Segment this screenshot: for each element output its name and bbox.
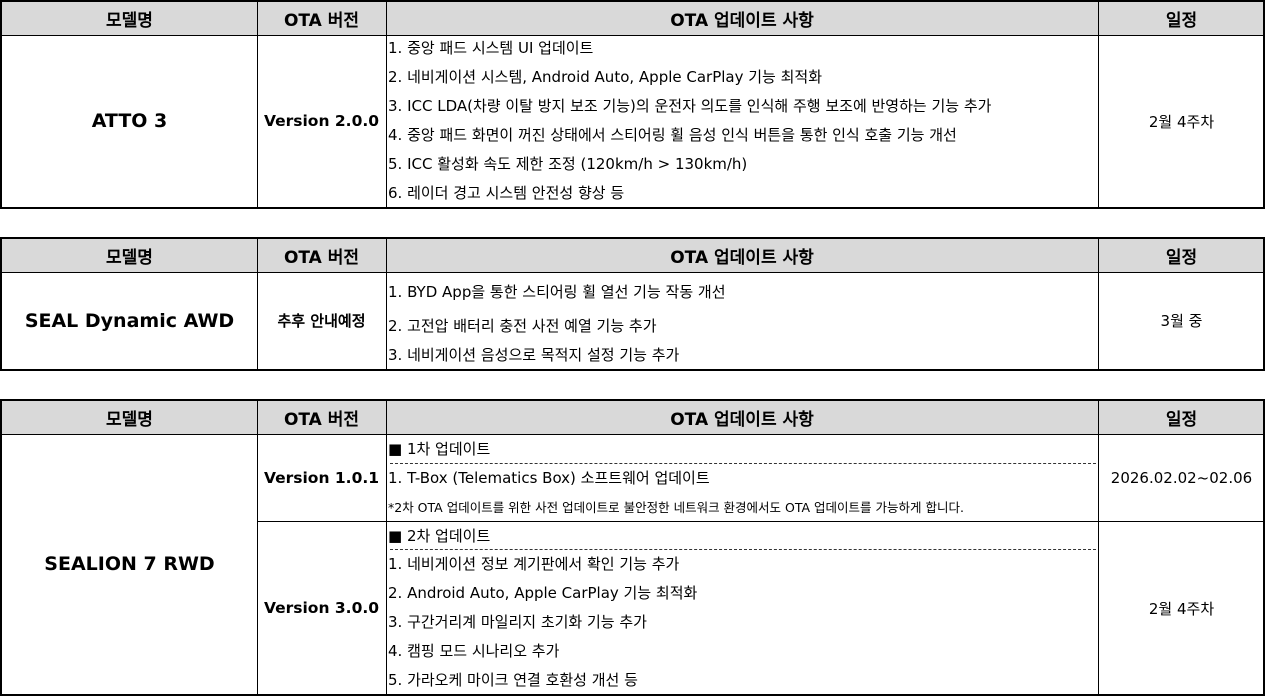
update-item: 3. ICC LDA(차량 이탈 방지 보조 기능)의 운전자 의도를 인식해 … [388,97,992,115]
divider [386,239,387,369]
divider [257,239,258,369]
table-header [2,2,1263,36]
update-item: 1. 네비게이션 정보 계기판에서 확인 기능 추가 [388,555,680,573]
table-header [2,401,1263,435]
divider [257,2,258,207]
divider [386,401,387,694]
ota-table-atto3: 모델명 OTA 버전 OTA 업데이트 사항 일정 ATTO 3 Version… [0,0,1265,209]
model-name: SEAL Dynamic AWD [24,309,235,332]
header-version: OTA 버전 [283,248,360,268]
header-updates: OTA 업데이트 사항 [670,410,814,430]
header-model: 모델명 [106,410,153,430]
header-schedule: 일정 [1165,410,1198,430]
divider [1098,2,1099,207]
header-version: OTA 버전 [283,410,360,430]
header-version: OTA 버전 [283,11,360,31]
table-header [2,239,1263,273]
header-model: 모델명 [106,248,153,268]
update-item: 3. 구간거리계 마일리지 초기화 기능 추가 [388,613,647,631]
update-note: *2차 OTA 업데이트를 위한 사전 업데이트로 불안정한 네트워크 환경에서… [388,500,964,515]
phase-title: ■ 1차 업데이트 [388,440,491,458]
ota-version: 추후 안내예정 [277,312,366,330]
update-item: 1. BYD App을 통한 스티어링 휠 열선 기능 작동 개선 [388,283,726,301]
ota-version: Version 1.0.1 [263,468,380,487]
ota-version: Version 3.0.0 [263,599,380,617]
header-model: 모델명 [106,11,153,31]
schedule: 2월 4주차 [1148,599,1215,618]
ota-table-seal: 모델명 OTA 버전 OTA 업데이트 사항 일정 SEAL Dynamic A… [0,237,1265,371]
model-name: ATTO 3 [91,110,168,132]
schedule: 3월 중 [1160,312,1203,330]
divider [1098,401,1099,694]
update-item: 6. 레이더 경고 시스템 안전성 향상 등 [388,184,625,202]
ota-table-sealion7: 모델명 OTA 버전 OTA 업데이트 사항 일정 SEALION 7 RWD … [0,399,1265,696]
divider [257,401,258,694]
model-name: SEALION 7 RWD [44,553,215,575]
update-item: 2. Android Auto, Apple CarPlay 기능 최적화 [388,584,698,602]
schedule: 2026.02.02~02.06 [1110,468,1253,487]
update-item: 4. 캠핑 모드 시나리오 추가 [388,642,560,660]
dashed-divider [390,549,1096,550]
update-item: 2. 네비게이션 시스템, Android Auto, Apple CarPla… [388,68,823,86]
schedule: 2월 4주차 [1148,112,1215,131]
phase-title: ■ 2차 업데이트 [388,527,491,545]
update-item: 5. ICC 활성화 속도 제한 조정 (120km/h > 130km/h) [388,155,748,173]
update-item: 4. 중앙 패드 화면이 꺼진 상태에서 스티어링 휠 음성 인식 버튼을 통한… [388,126,957,144]
ota-version: Version 2.0.0 [263,112,380,130]
divider [386,2,387,207]
header-updates: OTA 업데이트 사항 [670,248,814,268]
update-item: 1. 중앙 패드 시스템 UI 업데이트 [388,39,594,57]
header-schedule: 일정 [1165,248,1198,268]
divider [257,521,1263,522]
update-item: 1. T-Box (Telematics Box) 소프트웨어 업데이트 [388,469,710,487]
divider [1098,239,1099,369]
update-item: 3. 네비게이션 음성으로 목적지 설정 기능 추가 [388,346,680,364]
update-item: 2. 고전압 배터리 충전 사전 예열 기능 추가 [388,317,657,335]
header-updates: OTA 업데이트 사항 [670,11,814,31]
update-item: 5. 가라오케 마이크 연결 호환성 개선 등 [388,671,638,689]
header-schedule: 일정 [1165,11,1198,31]
dashed-divider [390,463,1096,464]
